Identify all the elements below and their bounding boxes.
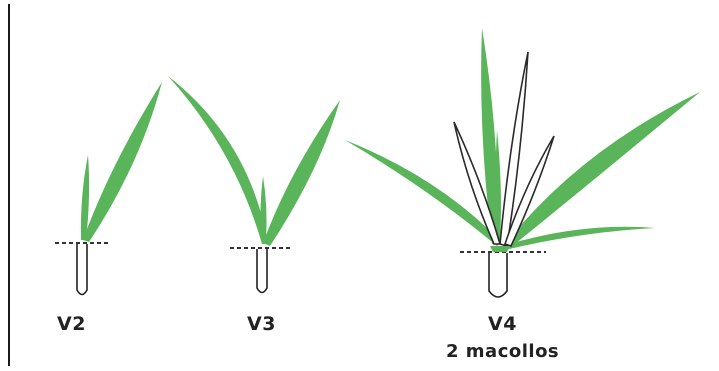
leaf-v3-center [260, 176, 266, 240]
stage-label-v3: V3 [247, 313, 276, 335]
stage-label-v2: V2 [57, 313, 86, 335]
leaf-v4-right-upper [505, 92, 700, 248]
plant-v3 [168, 76, 340, 293]
leaf-v3-left [168, 76, 268, 244]
root-v4 [489, 253, 507, 297]
plant-v4 [345, 28, 700, 297]
root-v3 [257, 249, 267, 293]
leaf-v3-right [263, 100, 340, 246]
stage-sublabel-v4: 2 macollos [446, 341, 559, 362]
root-v2 [77, 244, 87, 295]
stage-label-v4: V4 [488, 313, 517, 335]
plant-v2 [55, 82, 162, 295]
leaf-v2-large [83, 82, 162, 242]
base-v4 [490, 246, 510, 252]
leaf-v4-center-short [495, 130, 501, 240]
